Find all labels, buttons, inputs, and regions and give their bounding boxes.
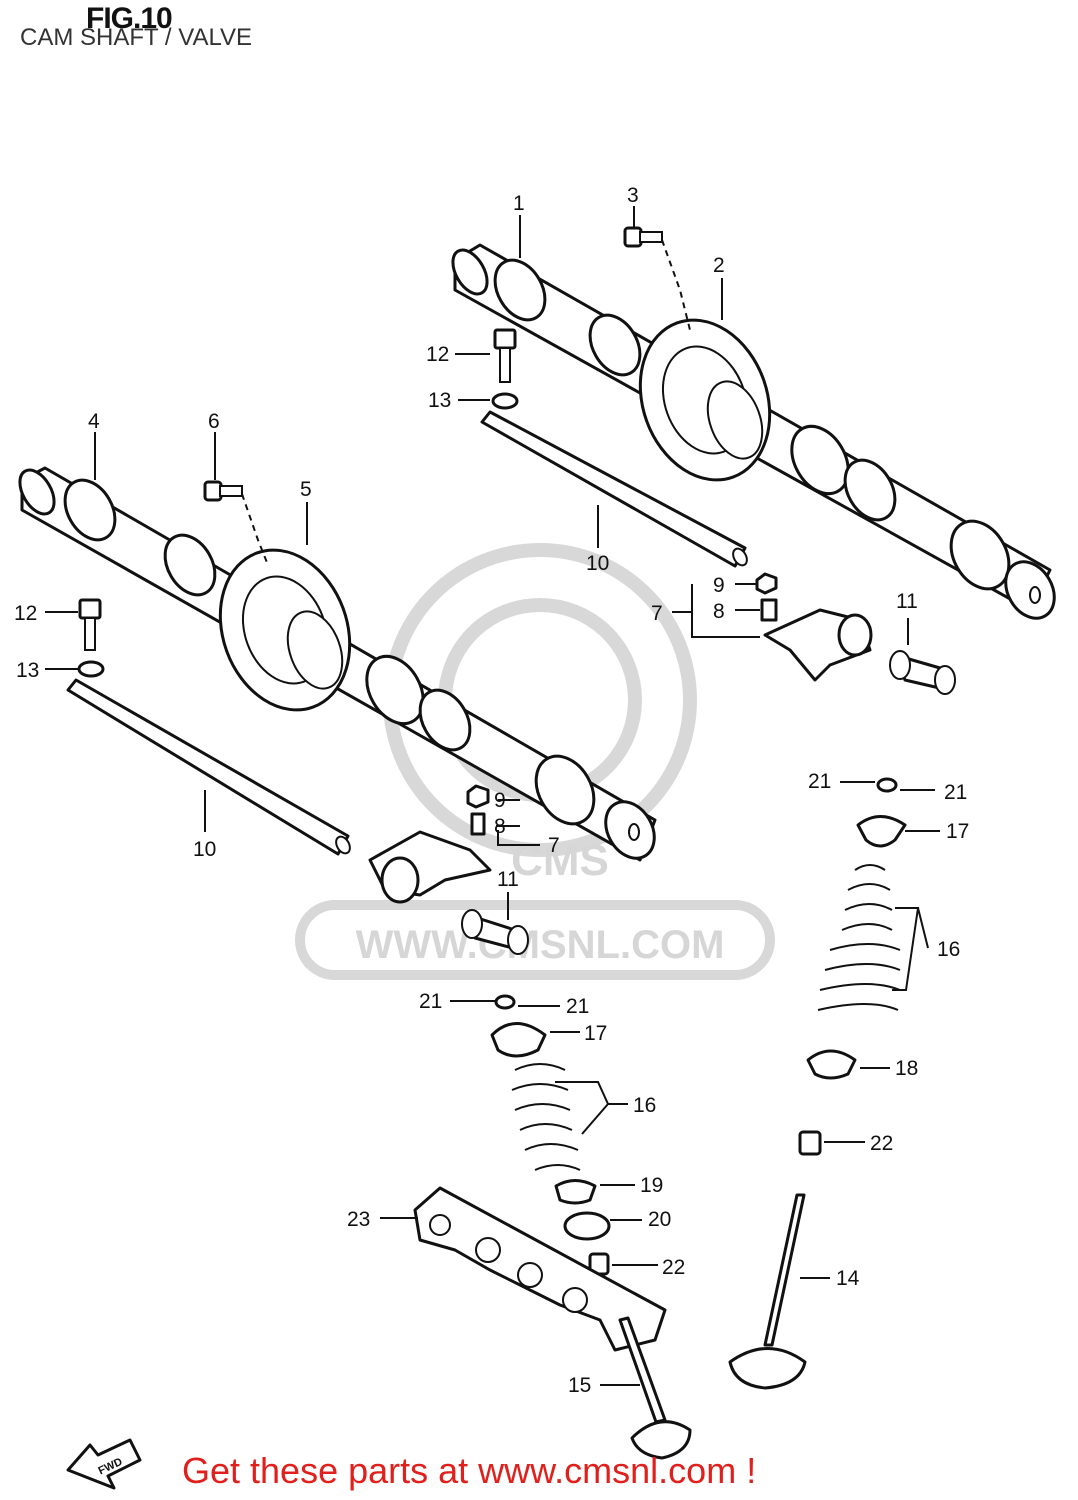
watermark-logo-text: CMS [511,836,609,885]
rocker-shaft-lower [66,678,351,856]
cam-sprocket-upper [638,318,772,482]
callout-5: 5 [300,478,312,501]
callout-6: 6 [208,410,220,433]
callout-13-upper: 13 [428,389,451,412]
spring-11-lower [461,909,529,955]
callout-16-center: 16 [633,1094,656,1117]
valve-spring-16-center [511,1063,581,1171]
callout-22-right: 22 [870,1132,893,1155]
callout-11-upper: 11 [896,590,918,613]
callout-2: 2 [713,254,725,277]
rocker-arm-upper [755,572,873,682]
callout-9-upper: 9 [713,574,725,597]
callout-21-center-a: 21 [419,990,442,1013]
retainer-17-right [856,815,907,848]
bolt-6 [203,480,269,566]
washer-13-lower [77,660,105,678]
cotter-21-center [494,994,516,1010]
retainer-17-center [490,1022,547,1058]
callout-17-right: 17 [946,820,969,843]
callout-15: 15 [568,1374,591,1397]
callout-16-right: 16 [937,938,960,961]
callout-3: 3 [627,184,639,207]
leader-lines [45,206,940,1386]
valve-14 [728,1193,807,1390]
cotter-21-right [876,777,898,793]
callout-12-upper: 12 [426,343,449,366]
callout-labels: 1 2 3 4 5 6 7 7 8 8 9 9 10 10 11 11 12 1… [14,184,969,1397]
washer-20 [563,1211,611,1241]
gasket-23 [413,1186,667,1352]
callout-18: 18 [895,1057,918,1080]
seat-19 [554,1179,597,1205]
figure-title: FIG.10 [86,2,173,35]
callout-8-lower: 8 [494,815,506,838]
valve-spring-16-right [817,864,901,1011]
figure-subtitle: CAM SHAFT / VALVE [20,24,253,51]
callout-23: 23 [347,1208,370,1231]
callout-12-lower: 12 [14,602,37,625]
callout-7-upper: 7 [651,602,663,625]
callout-8-upper: 8 [713,600,725,623]
callout-10-upper: 10 [586,552,609,575]
footer-cta[interactable]: Get these parts at www.cmsnl.com ! [182,1450,757,1491]
fwd-arrow-icon: FWD [66,1438,142,1490]
valve-15 [618,1316,692,1460]
washer-13-upper [491,392,519,410]
callout-4: 4 [88,410,100,433]
callout-21-right-a: 21 [808,770,831,793]
cam-sprocket-lower [218,548,352,712]
spring-11-upper [889,650,956,695]
callout-13-lower: 13 [16,659,39,682]
callout-20: 20 [648,1208,671,1231]
callout-22-center: 22 [662,1256,685,1279]
callout-10-lower: 10 [193,838,216,861]
callout-21-right-b: 21 [944,781,967,804]
bolt-12-lower [78,598,102,651]
callout-17-center: 17 [584,1022,607,1045]
callout-9-lower: 9 [494,789,506,812]
callout-21-center-b: 21 [566,995,589,1018]
seal-18 [806,1049,857,1080]
callout-14: 14 [836,1267,860,1290]
guide-22-right [798,1130,822,1156]
watermark-url: WWW.CMSNL.COM [356,923,725,967]
rocker-shaft-upper [480,410,748,568]
callout-7-lower: 7 [548,834,560,857]
bolt-12-upper [493,328,517,383]
bolt-3 [623,226,691,331]
callout-1: 1 [513,192,525,215]
callout-11-lower: 11 [497,868,519,891]
callout-19: 19 [640,1174,663,1197]
rocker-arm-lower [368,784,492,904]
